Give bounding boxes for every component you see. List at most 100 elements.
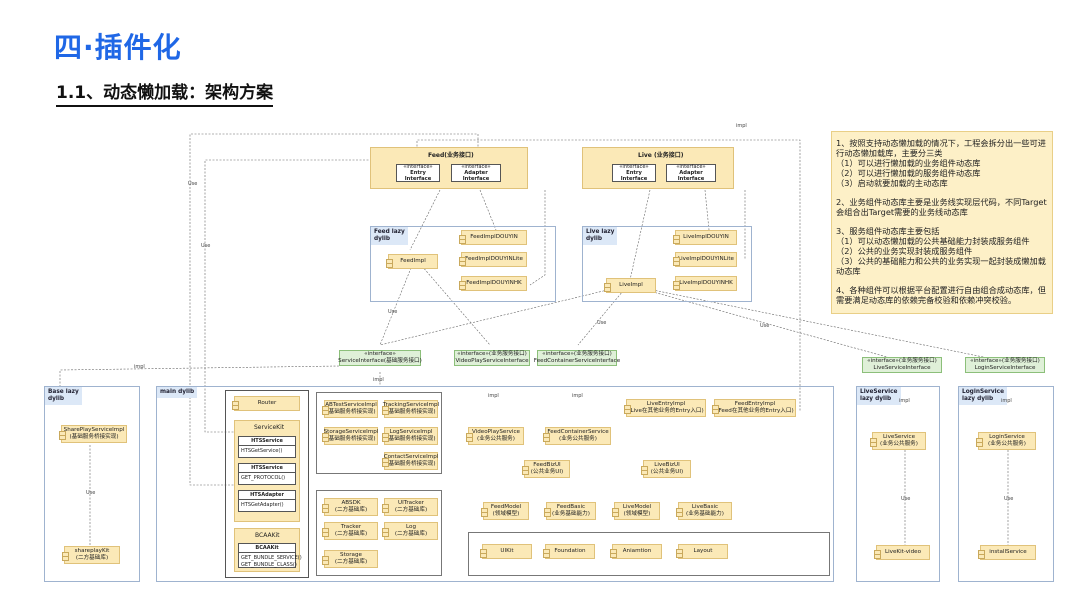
bcaakit-methods: GET_BUNDLE_SERVICE() GET_BUNDLE_CLASS() <box>241 555 302 568</box>
absdk: ABSDK (二方基础库) <box>322 498 378 516</box>
liveservice-lazy-dylib-group <box>856 386 940 582</box>
feed-entry-impl: FeedEntryImpl (Feed在其他业务的Entry入口) <box>712 399 796 417</box>
get-protocol-box: HTSService GET_PROTOCOL() <box>238 463 296 485</box>
feed-impl-douyin-lite: FeedImplDOUYINLite <box>459 252 527 267</box>
edge-label-impl-top: impl <box>736 123 747 129</box>
abtest-service-impl: ABTestServiceImpl (基础服务桥接实现) <box>322 400 378 418</box>
live-impl: LiveImpl <box>604 278 656 293</box>
live-entry-stereotype: «interface» <box>619 163 649 170</box>
loginservice-lazy-dylib-label: LoginService lazy dylib <box>959 387 1008 405</box>
main-dylib-label: main dylib <box>157 387 198 398</box>
hts-service-header: HTSService <box>239 437 295 447</box>
live-interface-title: Live (业务接口) <box>638 152 684 159</box>
live-impl-douyin: LiveImplDOUYIN <box>673 230 737 245</box>
feed-adapter-interface: «interface» Adapter Interface <box>451 164 501 182</box>
feed-adapter-stereotype: «interface» <box>461 163 491 170</box>
connector-liveimpl-loginservice <box>627 284 1009 363</box>
edge-label-impl-feedcontainer: impl <box>572 393 583 399</box>
login-service: LoginService (业务公共服务) <box>976 432 1036 450</box>
connector-live-adapter-impl <box>704 189 711 241</box>
connector-liveimpl-feedcontainer <box>577 284 629 346</box>
video-play-service-interface: «interface»(业务服务接口) VideoPlayServiceInte… <box>454 350 530 366</box>
live-service: LiveService (业务公共服务) <box>870 432 926 450</box>
note-1: 1、按照支持动态懒加载的情况下，工程会拆分出一些可进行动态懒加载库，主要分三类 … <box>836 138 1046 188</box>
hts-adapter-header: HTSAdapter <box>239 491 295 501</box>
bcaakit-method-box: BCAAKit GET_BUNDLE_SERVICE() GET_BUNDLE_… <box>238 543 302 568</box>
live-lazy-dylib-label: Live lazy dylib <box>583 227 618 245</box>
live-service-interface: «interface»(业务服务接口) LiveServiceInterface <box>862 357 942 373</box>
bcaakit-header: BCAAKit <box>239 544 295 554</box>
live-lazy-dylib-group <box>582 226 752 302</box>
foundation: Foundation <box>543 544 595 559</box>
live-biz-ui: LiveBizUI (公共业务UI) <box>641 460 691 478</box>
feed-impl-douyin-hk: FeedImplDOUYINHK <box>459 276 527 291</box>
servicekit-title: ServiceKit <box>254 424 285 431</box>
connector-feed-adapter-impl <box>479 189 501 241</box>
edge-label-impl-live: impl <box>899 398 910 404</box>
hts-get-service-box: HTSService HTSGetService() <box>238 436 296 458</box>
hts-get-adapter-box: HTSAdapter HTSGetAdapter() <box>238 490 296 512</box>
log-service-impl: LogServiceImpl (基础服务桥接实现) <box>382 427 438 445</box>
edge-label-impl-base: impl <box>134 364 145 370</box>
feed-entry-interface: «interface» Entry Interface <box>396 164 440 182</box>
install-service: installService <box>978 545 1036 560</box>
tracking-service-impl: TrackingServiceImpl (基础服务桥接实现) <box>382 400 439 418</box>
feed-biz-ui: FeedBizUI (公共业务UI) <box>522 460 570 478</box>
live-adapter-name: Adapter Interface <box>677 169 705 183</box>
connector-use-left-1 <box>189 133 479 486</box>
hts-get-service: HTSGetService() <box>241 448 283 455</box>
live-impl-douyin-hk: LiveImplDOUYINHK <box>673 276 737 291</box>
hts-service-header-2: HTSService <box>239 464 295 474</box>
hts-get-adapter: HTSGetAdapter() <box>241 502 284 509</box>
connector-liveimpl-liveservice <box>627 284 906 363</box>
loginservice-lazy-dylib-group <box>958 386 1054 582</box>
feed-impl-douyin: FeedImplDOUYIN <box>459 230 527 245</box>
edge-label-use-5: Use <box>760 323 770 329</box>
layout: Layout <box>676 544 728 559</box>
edge-label-use-1: Use <box>188 181 198 187</box>
page-title: 四·插件化 <box>54 31 182 64</box>
base-lazy-dylib-label: Base lazy dylib <box>45 387 82 405</box>
live-impl-douyin-lite: LiveImplDOUYINLite <box>673 252 737 267</box>
main-dylib-group <box>156 386 834 582</box>
tracker: Tracker (二方基础库) <box>322 522 378 540</box>
feed-interface-title: Feed(业务接口) <box>428 152 474 159</box>
note-2: 2、业务组件动态库主要是业务线实现层代码，不同Target会组合出Target需… <box>836 197 1047 217</box>
live-entry-interface: «interface» Entry Interface <box>612 164 656 182</box>
feed-container-service-interface: «interface»(业务服务接口) FeedContainerService… <box>533 350 621 366</box>
connector-feed-lite <box>529 190 546 286</box>
connector-use-left-2 <box>204 159 398 433</box>
feed-model: FeedModel (领域模型) <box>481 502 529 520</box>
edge-label-use-4: Use <box>597 320 607 326</box>
service-interface: «interface» ServiceInterface(基础服务接口) <box>338 350 422 366</box>
live-adapter-interface: «interface» Adapter Interface <box>666 164 716 182</box>
edge-label-impl-main: impl <box>373 377 384 383</box>
feed-adapter-name: Adapter Interface <box>462 169 490 183</box>
live-adapter-stereotype: «interface» <box>676 163 706 170</box>
shareplay-service-impl: SharePlayServiceImpl (基础服务桥接实现) <box>59 425 127 443</box>
storage-lib: Storage (二方基础库) <box>322 550 378 568</box>
feed-entry-name: Entry Interface <box>404 169 432 183</box>
edge-label-use-6: Use <box>86 490 96 496</box>
bcaakit-title: BCAAKit <box>255 532 280 539</box>
kit-column <box>225 390 309 578</box>
base-lazy-dylib-group <box>44 386 140 582</box>
live-entry-name: Entry Interface <box>620 169 648 183</box>
uitracker: UITracker (二方基础库) <box>382 498 438 516</box>
edge-label-impl-video: impl <box>488 393 499 399</box>
edge-label-use-3: Use <box>388 309 398 315</box>
feed-basic: FeedBasic (业务基础能力) <box>544 502 596 520</box>
connector-impl-base <box>59 365 340 386</box>
aniamtion: Aniamtion <box>610 544 662 559</box>
liveservice-lazy-dylib-label: LiveService lazy dylib <box>857 387 901 405</box>
live-kit-video: LiveKit-video <box>874 545 930 560</box>
log-lib: Log (二方基础库) <box>382 522 438 540</box>
live-entry-impl: LiveEntryImpl (Live在其他业务的Entry入口) <box>624 399 706 417</box>
note-3: 3、服务组件动态库主要包括 （1）可以动态懒加载的公共基础能力封装成服务组件 （… <box>836 226 1046 276</box>
connector-feed-entry-impl <box>409 189 441 251</box>
page-subtitle: 1.1、动态懒加载：架构方案 <box>56 78 274 107</box>
live-model: LiveModel (领域模型) <box>612 502 660 520</box>
contact-service-impl: ContactServiceImpl (基础服务桥接实现) <box>382 452 438 470</box>
connector-liveimpl-service <box>379 284 629 346</box>
